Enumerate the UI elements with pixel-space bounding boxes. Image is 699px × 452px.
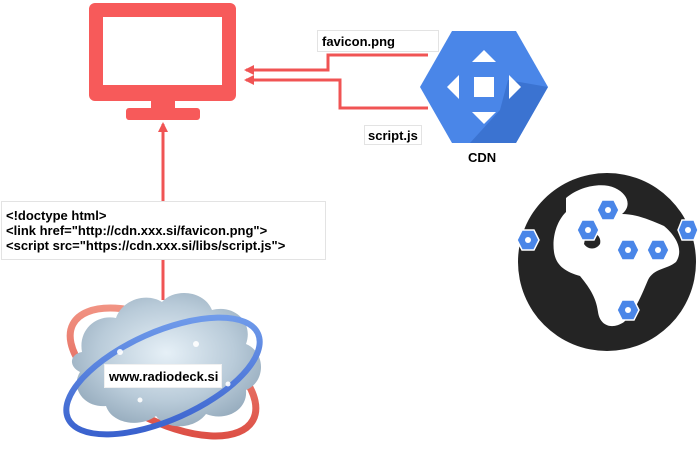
code-line: <script src="https://cdn.xxx.si/libs/scr… xyxy=(6,238,286,253)
cdn-node-icon xyxy=(646,239,670,261)
html-code-box: <!doctype html> <link href="http://cdn.x… xyxy=(1,201,326,260)
cdn-hexagon-icon xyxy=(420,31,548,143)
code-line: <!doctype html> xyxy=(6,208,107,223)
cdn-node-icon xyxy=(616,299,640,321)
cdn-node-icon xyxy=(616,239,640,261)
cdn-node-icon xyxy=(576,219,600,241)
cloud-server-icon xyxy=(63,292,263,440)
favicon-arrow xyxy=(244,53,428,75)
cdn-label: CDN xyxy=(468,150,497,165)
code-line: <link href="http://cdn.xxx.si/favicon.pn… xyxy=(6,223,268,238)
cdn-node-icon xyxy=(516,229,540,251)
favicon-label: favicon.png xyxy=(317,30,439,52)
script-label: script.js xyxy=(364,125,422,145)
monitor-icon xyxy=(89,3,236,120)
site-label: www.radiodeck.si xyxy=(104,364,222,388)
cdn-node-icon xyxy=(596,199,620,221)
script-arrow xyxy=(244,75,428,110)
cdn-node-icon xyxy=(677,219,699,241)
